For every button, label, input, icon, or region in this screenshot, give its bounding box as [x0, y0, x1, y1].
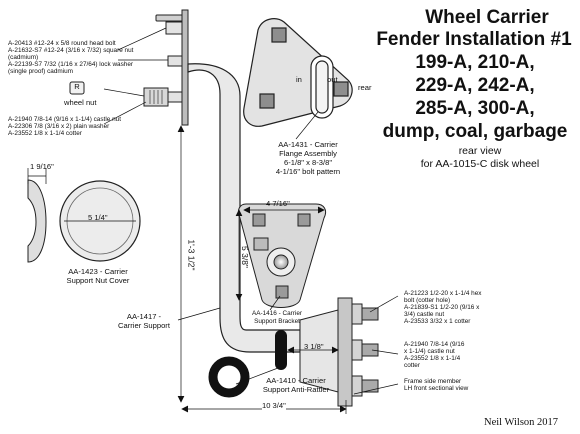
dim-flange-offset: 3 1/8": [304, 342, 324, 351]
flange-rear-label: rear: [358, 83, 372, 92]
support-bracket: [237, 203, 327, 308]
carrier-flange: [243, 18, 353, 127]
dim-overall-width: 10 3/4": [262, 401, 286, 411]
callout-square-nut: A-21632-S7 #12-24 (3/16 x 7/32) square n…: [8, 47, 134, 54]
callout-cotter-3-note: cotter: [404, 362, 420, 369]
dim-overall-height: 1'-3 1/2": [186, 239, 197, 271]
callout-castle-nut-3-note: x 1-1/4) castle nut: [404, 348, 455, 355]
callout-castle-nut-3: A-21940 7/8-14 (9/16: [404, 341, 465, 348]
carrier-support-arm: [187, 63, 301, 353]
callout-lock-washer: A-22139-S7 7/32 (1/16 x 27/64) lock wash…: [8, 61, 134, 68]
frame-member-note-1: Frame side member: [404, 378, 462, 385]
nut-cover-part-2: Support Nut Cover: [66, 276, 130, 285]
wheel-nut-label: wheel nut: [64, 98, 97, 107]
callout-hex-bolt: A-21223 1/2-20 x 1-1/4 hex: [404, 290, 482, 297]
top-mount-bracket: [143, 9, 189, 126]
flange-part-3: 6-1/8" x 8-3/8": [283, 158, 333, 167]
flange-in-label: in: [296, 75, 302, 84]
anti-rattler-front: [208, 356, 250, 398]
dim-cover-diameter: 5 1/4": [88, 213, 108, 222]
frame-side-member: [299, 297, 379, 407]
title-line-3: 199-A, 210-A,: [415, 52, 535, 73]
dim-cover-depth: 1 9/16": [30, 162, 54, 171]
rattler-part-1: AA-1410 - Carrier: [266, 376, 326, 385]
bracket-part-1: AA-1416 - Carrier: [251, 310, 303, 317]
callout-castle-nut-2: A-21839-S1 1/2-20 (9/16 x: [404, 304, 480, 311]
author-credit: Neil Wilson 2017: [484, 417, 559, 428]
title-line-6: dump, coal, garbage: [382, 121, 568, 142]
wheel-nut-marker: R: [74, 82, 80, 91]
callout-cotter-2: A-23533 3/32 x 1 cotter: [404, 318, 471, 325]
rattler-part-2: Support Anti-Rattler: [262, 385, 330, 394]
wheel-nut: [69, 81, 85, 95]
title-line-4: 229-A, 242-A,: [415, 75, 535, 96]
subtitle-view: rear view: [458, 145, 502, 157]
title-line-1: Wheel Carrier: [425, 7, 549, 28]
callout-castle-nut: A-21940 7/8-14 (9/16 x 1-1/4) castle nut: [8, 116, 121, 123]
title-line-2: Fender Installation #1: [376, 29, 572, 50]
support-part-2: Carrier Support: [118, 321, 170, 330]
bracket-part-2: Support Bracket: [254, 318, 300, 325]
callout-cotter-3: A-23552 1/8 x 1-1/4: [404, 355, 461, 362]
callout-lock-washer-note: (single proof) cadmium: [8, 68, 73, 75]
flange-part-1: AA-1431 - Carrier: [278, 140, 338, 149]
nut-cover-side: [27, 179, 47, 263]
subtitle-wheel: for AA-1015-C disk wheel: [420, 158, 540, 170]
anti-rattler-side: [275, 330, 287, 370]
callout-castle-nut-2-note: 3/4) castle nut: [404, 311, 445, 318]
frame-member-note-2: LH front sectional view: [404, 385, 469, 392]
title-line-5: 285-A, 300-A,: [415, 98, 535, 119]
flange-part-4: 4-1/16" bolt pattern: [275, 167, 341, 176]
callout-plain-washer: A-22306 7/8 (3/16 x 2) plain washer: [8, 123, 110, 130]
flange-part-2: Flange Assembly: [279, 149, 337, 158]
callout-cotter: A-23552 1/8 x 1-1/4 cotter: [8, 130, 82, 137]
callout-hex-bolt-note: bolt (cotter hole): [404, 297, 451, 304]
dim-bracket-height: 5 3/8": [239, 246, 250, 268]
nut-cover-part-1: AA-1423 - Carrier: [68, 267, 128, 276]
callout-round-head-bolt: A-20413 #12-24 x 5/8 round head bolt: [8, 40, 116, 47]
flange-out-label: out: [327, 75, 338, 84]
support-part-1: AA-1417 -: [126, 312, 162, 321]
dim-bracket-width: 4 7/16": [266, 199, 290, 208]
callout-square-nut-note: (cadmium): [8, 54, 39, 61]
